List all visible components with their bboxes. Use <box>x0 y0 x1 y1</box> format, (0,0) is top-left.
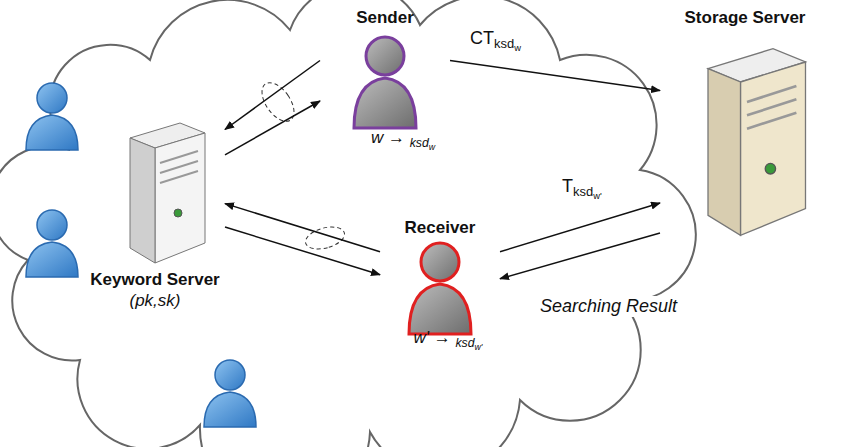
server-icon <box>110 118 210 268</box>
edge-label: Tksdw' <box>560 176 604 201</box>
node-name: Receiver <box>380 218 500 238</box>
user-figure <box>204 360 256 427</box>
node-name: Storage Server <box>660 8 830 28</box>
node-note: w' → ksdw' <box>380 328 500 351</box>
user-figure <box>26 83 78 150</box>
message-arrow <box>225 227 380 275</box>
user-node: Sender w → ksdw <box>320 8 450 158</box>
server-icon <box>682 42 812 242</box>
server-node: Storage Server <box>660 8 830 258</box>
cloud-outline <box>0 0 696 447</box>
message-arrow <box>225 101 320 155</box>
message-arrow <box>500 203 660 252</box>
message-arrow <box>450 61 660 91</box>
person-icon <box>350 32 420 132</box>
person-icon <box>405 238 475 338</box>
message-arrow <box>225 61 320 130</box>
server-node: Keyword Server(pk,sk) <box>85 110 225 305</box>
node-note: w → ksdw <box>320 128 450 151</box>
node-name: Keyword Server <box>85 270 225 290</box>
user-node: Receiver w' → ksdw' <box>380 218 500 353</box>
edge-label: Searching Result <box>538 296 679 317</box>
node-note: (pk,sk) <box>85 291 225 311</box>
exchange-loop <box>303 223 347 253</box>
message-arrow <box>225 204 380 252</box>
node-name: Sender <box>320 8 450 28</box>
edge-label: CTksdw <box>468 28 523 53</box>
user-figure <box>26 210 78 277</box>
message-arrow <box>500 233 660 279</box>
